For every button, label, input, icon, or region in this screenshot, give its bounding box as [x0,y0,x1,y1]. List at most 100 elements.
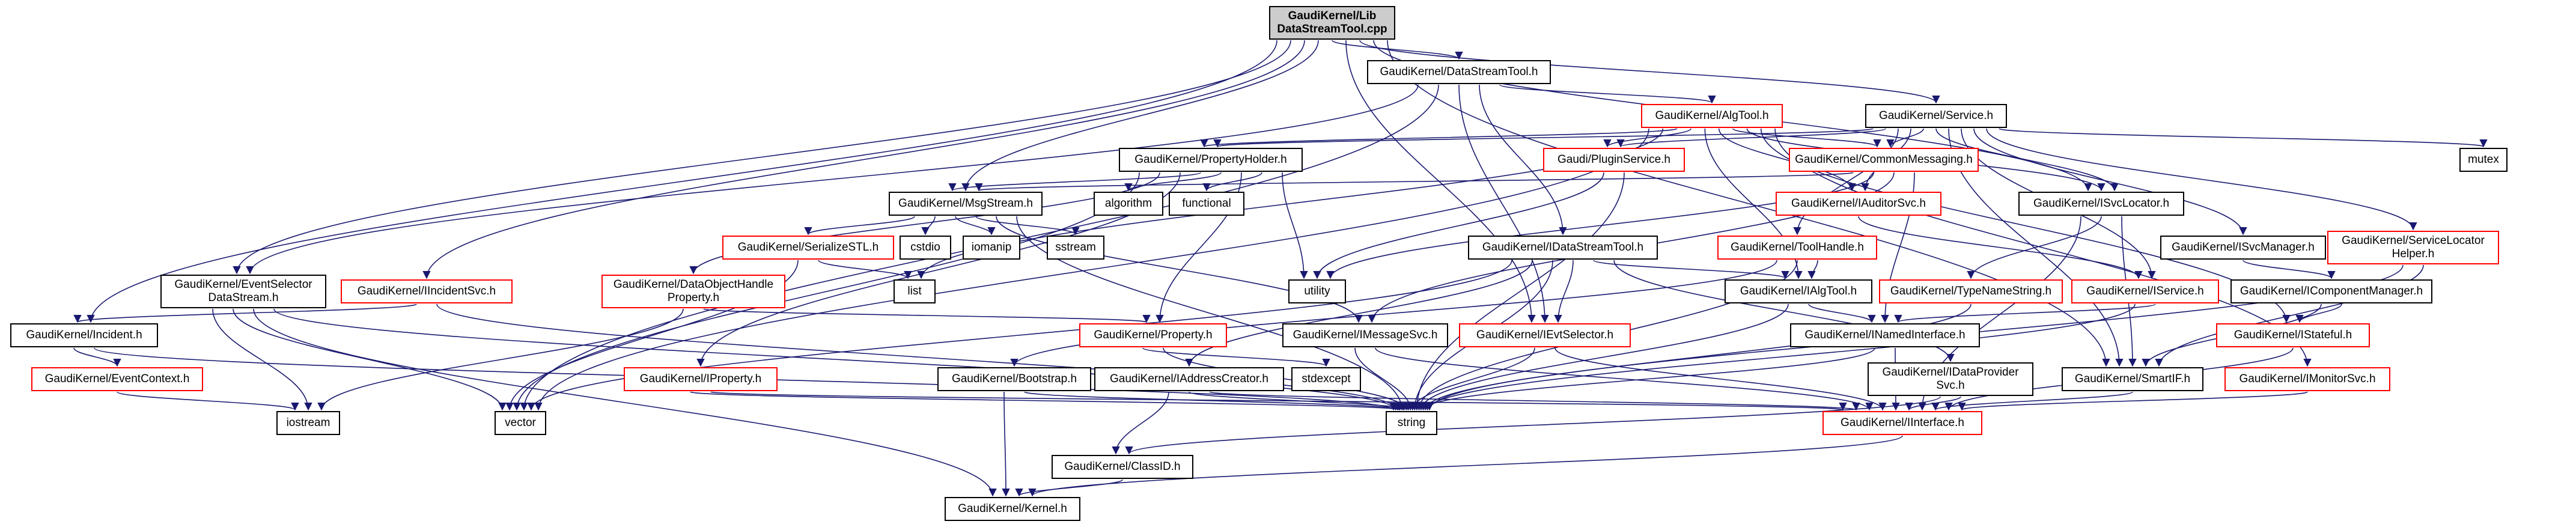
include-edge-property-stdexcept [1142,347,1330,367]
graph-node-algorithm[interactable]: algorithm [1094,192,1163,216]
graph-node-isvcloc[interactable]: GaudiKernel/ISvcLocator.h [2018,192,2184,216]
node-label-line: GaudiKernel/EventSelector [174,278,312,291]
graph-node-iomanip[interactable]: iomanip [963,236,1020,260]
graph-node-classid[interactable]: GaudiKernel/ClassID.h [1052,455,1193,479]
graph-node-serstl[interactable]: GaudiKernel/SerializeSTL.h [722,236,894,260]
include-edge-ph-utility [1282,172,1308,279]
node-label-line: iomanip [971,241,1012,254]
include-edge-imonitorsvc-iinterface [1958,391,2308,411]
graph-node-iservice[interactable]: GaudiKernel/IService.h [2071,279,2219,303]
include-edge-property-string [1163,347,1410,411]
node-label-line: mutex [2468,153,2499,166]
graph-node-plugin[interactable]: Gaudi/PluginService.h [1543,148,1685,172]
node-label-line: GaudiKernel/EventContext.h [44,373,190,385]
include-edge-algtool-plugin [1603,128,1691,148]
include-edge-esds-vector [233,308,507,411]
graph-node-sstream[interactable]: sstream [1047,236,1104,260]
include-edge-iservice-string [1423,303,2136,411]
node-label-line: GaudiKernel/IMessageSvc.h [1293,329,1438,341]
graph-node-iproperty[interactable]: GaudiKernel/IProperty.h [624,367,778,391]
include-edge-bootstrap-string [1024,391,1408,411]
graph-node-vector[interactable]: vector [495,411,546,435]
include-edge-dohp-property [703,308,1150,323]
graph-node-functional[interactable]: functional [1169,192,1244,216]
graph-node-service[interactable]: GaudiKernel/Service.h [1865,104,2007,128]
node-label-line: GaudiKernel/IAddressCreator.h [1109,373,1269,385]
graph-node-isvcmgr[interactable]: GaudiKernel/ISvcManager.h [2160,236,2326,260]
node-label-line: GaudiKernel/IProperty.h [639,373,762,385]
include-edge-classid-kernel [1015,479,1123,497]
graph-node-imonitorsvc[interactable]: GaudiKernel/IMonitorSvc.h [2224,367,2390,391]
graph-node-evtctx[interactable]: GaudiKernel/EventContext.h [31,367,203,391]
include-edge-ph-functional [1202,172,1262,192]
graph-node-kernel[interactable]: GaudiKernel/Kernel.h [945,497,1080,521]
graph-node-incident[interactable]: GaudiKernel/Incident.h [10,323,158,347]
graph-node-utility[interactable]: utility [1288,279,1346,303]
include-edge-algtool-cm [1732,128,1881,148]
graph-node-ievtsel[interactable]: GaudiKernel/IEvtSelector.h [1459,323,1631,347]
graph-node-tns[interactable]: GaudiKernel/TypeNameString.h [1879,279,2063,303]
node-label-line: functional [1182,197,1231,210]
include-edge-msgstream-cstdio [921,216,936,236]
include-edge-ievtsel-iinterface [1554,347,1887,411]
graph-node-ialgtool[interactable]: GaudiKernel/IAlgTool.h [1725,279,1872,303]
include-edge-bootstrap-kernel [1002,391,1010,497]
node-label-line: GaudiKernel/TypeNameString.h [1890,285,2052,297]
node-label-line: vector [505,416,536,429]
node-label-line: GaudiKernel/Service.h [1878,109,1994,122]
graph-node-bootstrap[interactable]: GaudiKernel/Bootstrap.h [937,367,1091,391]
node-label-line: GaudiKernel/ClassID.h [1064,460,1181,473]
node-label-line: GaudiKernel/IAuditorSvc.h [1791,197,1926,210]
node-label-line: DataStream.h [208,291,279,304]
graph-node-auditor[interactable]: GaudiKernel/IAuditorSvc.h [1776,192,1941,216]
include-edge-iservice-inamed [1894,303,2156,323]
node-label-line: GaudiKernel/ISvcLocator.h [2033,197,2170,210]
graph-node-mutex[interactable]: mutex [2459,148,2507,172]
include-edge-auditor-iservice [1858,216,2143,279]
include-edge-iaddrcreator-iinterface [1209,391,1860,411]
graph-node-iinterface[interactable]: GaudiKernel/IInterface.h [1822,411,1982,435]
node-label-line: GaudiKernel/IMonitorSvc.h [2239,373,2376,385]
graph-node-imsgsvc[interactable]: GaudiKernel/IMessageSvc.h [1282,323,1448,347]
node-label-line: GaudiKernel/IStateful.h [2233,329,2352,341]
node-label-line: GaudiKernel/CommonMessaging.h [1795,153,1973,166]
graph-node-idst[interactable]: GaudiKernel/IDataStreamTool.h [1468,236,1658,260]
node-label-line: GaudiKernel/Bootstrap.h [951,373,1077,385]
graph-node-istateful[interactable]: GaudiKernel/IStateful.h [2216,323,2370,347]
node-label-line: sstream [1055,241,1096,254]
include-edge-toolhandle-ialgtool [1807,260,1818,279]
graph-node-inamed[interactable]: GaudiKernel/INamedInterface.h [1790,323,1980,347]
node-label-line: Property.h [667,291,720,304]
graph-node-algtool[interactable]: GaudiKernel/AlgTool.h [1641,104,1783,128]
graph-node-dst[interactable]: GaudiKernel/DataStreamTool.h [1367,60,1551,84]
graph-node-iaddrcreator[interactable]: GaudiKernel/IAddressCreator.h [1094,367,1284,391]
graph-node-cm[interactable]: GaudiKernel/CommonMessaging.h [1789,148,1979,172]
graph-node-iostream[interactable]: iostream [276,411,340,435]
graph-node-string[interactable]: string [1386,411,1437,435]
node-label-line: GaudiKernel/MsgStream.h [898,197,1033,210]
graph-node-stdexcept[interactable]: stdexcept [1291,367,1361,391]
graph-node-list[interactable]: list [894,279,936,303]
graph-node-ph[interactable]: GaudiKernel/PropertyHolder.h [1119,148,1303,172]
graph-node-cstdio[interactable]: cstdio [900,236,951,260]
node-label-line: Svc.h [1936,379,1965,392]
graph-node-smartif[interactable]: GaudiKernel/SmartIF.h [2062,367,2203,391]
graph-node-toolhandle[interactable]: GaudiKernel/ToolHandle.h [1717,236,1877,260]
graph-node-msgstream[interactable]: GaudiKernel/MsgStream.h [889,192,1043,216]
include-edge-idataprovider-classid [1125,396,1941,455]
include-edge-dst-ievtsel [1458,84,1549,323]
node-label-line: GaudiKernel/AlgTool.h [1655,109,1769,122]
include-edge-service-mutex [1999,128,2487,148]
node-label-line: list [907,285,922,297]
graph-node-incidentsvc[interactable]: GaudiKernel/IIncidentSvc.h [341,279,513,303]
graph-node-icompmgr[interactable]: GaudiKernel/IComponentManager.h [2230,279,2432,303]
node-label-line: algorithm [1104,197,1153,210]
include-edge-msgstream-imsgsvc [996,216,1363,323]
graph-node-property[interactable]: GaudiKernel/Property.h [1079,323,1227,347]
include-edge-incidentsvc-string [436,303,1402,411]
